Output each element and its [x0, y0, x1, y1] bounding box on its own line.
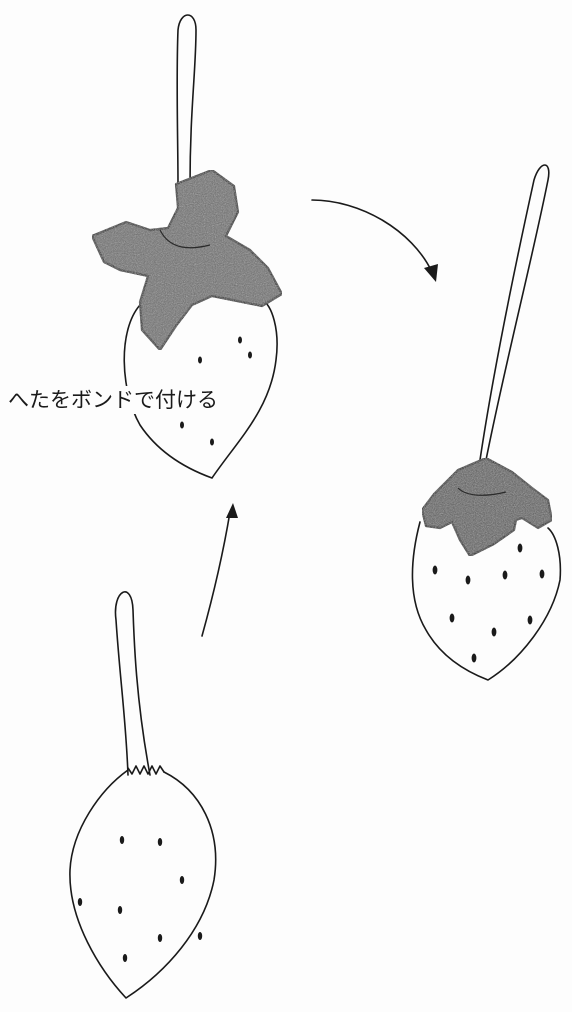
- arrow-icon: [202, 503, 238, 636]
- seed: [238, 337, 242, 344]
- seed: [180, 422, 184, 429]
- calyx-icon: [422, 458, 552, 556]
- seed: [120, 836, 124, 844]
- seed: [198, 932, 202, 940]
- seed: [518, 544, 523, 553]
- strawberry-plain: [70, 592, 216, 998]
- seed: [503, 571, 508, 580]
- stem-loop: [177, 15, 196, 185]
- seed: [198, 357, 202, 364]
- seed: [248, 352, 252, 359]
- strawberry-finished: [412, 165, 560, 680]
- seed: [123, 954, 127, 962]
- seed: [118, 906, 122, 914]
- seed: [433, 566, 438, 575]
- arrow-icon: [312, 200, 438, 282]
- seed: [540, 570, 545, 579]
- stem-loop: [115, 592, 150, 775]
- instruction-caption: へたをボンドで付ける: [6, 386, 220, 414]
- seed: [78, 898, 82, 906]
- seed: [158, 838, 162, 846]
- seed: [472, 654, 477, 663]
- stem-loop: [480, 165, 549, 460]
- seed: [180, 876, 184, 884]
- gathered-top: [128, 766, 164, 774]
- seed: [466, 576, 471, 585]
- seed: [158, 934, 162, 942]
- berry-body: [70, 770, 216, 998]
- seed: [492, 628, 497, 637]
- seed: [450, 614, 455, 623]
- calyx-icon: [92, 170, 282, 350]
- seed: [528, 616, 533, 625]
- seed: [210, 439, 214, 446]
